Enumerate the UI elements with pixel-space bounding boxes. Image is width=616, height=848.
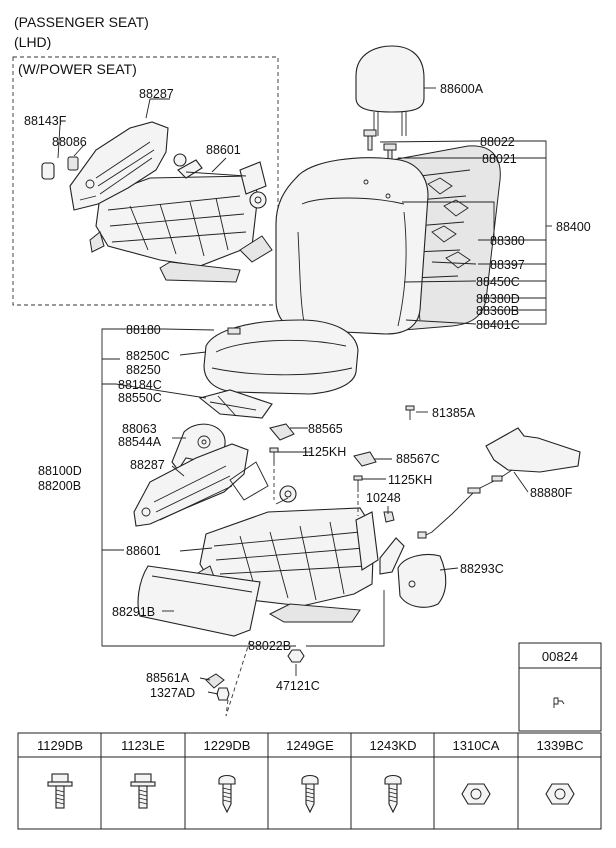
label-88250c: 88250C <box>126 349 170 363</box>
tapping-screw-icon <box>218 774 236 814</box>
label-47121c: 47121C <box>276 679 320 693</box>
clip-88567c <box>353 451 377 467</box>
tapping-screw-icon <box>301 774 319 814</box>
recliner-bracket <box>379 537 405 575</box>
label-88397: 88397 <box>490 258 525 272</box>
label-88022: 88022 <box>480 135 515 149</box>
label-tag-icon <box>553 697 565 708</box>
label-88567c: 88567C <box>396 452 440 466</box>
label-88180: 88180 <box>126 323 161 337</box>
nut-1327ad <box>216 687 230 701</box>
label-88450c: 88450C <box>476 275 520 289</box>
power-seat-note: (W/POWER SEAT) <box>18 61 137 77</box>
side-shield <box>133 443 249 527</box>
col-header-1310ca: 1310CA <box>453 738 500 753</box>
label-88250: 88250 <box>126 363 161 377</box>
hex-nut-icon <box>545 783 575 805</box>
label-88100d: 88100D <box>38 464 82 478</box>
col-header-1129db: 1129DB <box>37 738 83 753</box>
col-header-1249ge: 1249GE <box>286 738 334 753</box>
label-88601-top: 88601 <box>206 143 241 157</box>
label-88550c: 88550C <box>118 391 162 405</box>
col-header-1229db: 1229DB <box>204 738 251 753</box>
hex-nut-icon <box>461 783 491 805</box>
leader-lines <box>57 87 552 695</box>
diagram-title: (PASSENGER SEAT) <box>14 14 149 30</box>
flange-bolt-icon <box>47 773 73 809</box>
label-88401c: 88401C <box>476 318 520 332</box>
seat-back-cushion <box>275 157 429 335</box>
label-88293c: 88293C <box>460 562 504 576</box>
label-88565: 88565 <box>308 422 343 436</box>
label-88880f: 88880F <box>530 486 573 500</box>
cushion-pad <box>198 389 273 419</box>
release-cable <box>417 427 581 539</box>
side-box-code: 00824 <box>542 649 578 664</box>
side-cover-clip <box>229 461 269 501</box>
label-88184c: 88184C <box>118 378 162 392</box>
label-88291b: 88291B <box>112 605 155 619</box>
headrest <box>355 45 425 136</box>
power-seat-box <box>12 56 279 306</box>
label-88287-top: 88287 <box>139 87 174 101</box>
power-seat-track-assembly <box>89 153 273 283</box>
knob-cap <box>67 156 79 171</box>
label-1125kh-a: 1125KH <box>302 445 346 459</box>
label-88400: 88400 <box>556 220 591 234</box>
side-box-00824: 00824 <box>518 642 602 732</box>
flange-bolt-icon <box>130 773 156 809</box>
label-10248: 10248 <box>366 491 401 505</box>
label-88380d: 88380D <box>476 292 520 306</box>
cover-clip <box>41 162 55 180</box>
label-88561a: 88561A <box>146 671 190 685</box>
label-88360b: 88360B <box>476 304 519 318</box>
label-88063: 88063 <box>122 422 157 436</box>
seat-cushion <box>203 319 359 395</box>
bolt-1125kh-a <box>269 447 279 464</box>
col-header-1243kd: 1243KD <box>370 738 417 753</box>
clip-88565 <box>269 423 295 441</box>
col-header-1339bc: 1339BC <box>537 738 584 753</box>
col-header-1123le: 1123LE <box>121 738 165 753</box>
label-88022b: 88022B <box>248 639 291 653</box>
label-88601-mid: 88601 <box>126 544 161 558</box>
label-88287-mid: 88287 <box>130 458 165 472</box>
power-seat-side-shield <box>69 121 169 211</box>
label-1327ad: 1327AD <box>150 686 195 700</box>
bolt-1125kh-b <box>353 475 363 492</box>
label-88200b: 88200B <box>38 479 81 493</box>
bolt-81385a <box>405 405 415 420</box>
label-1125kh-b: 1125KH <box>388 473 432 487</box>
label-88380: 88380 <box>490 234 525 248</box>
clip-10248 <box>383 511 395 523</box>
recliner-cover <box>397 553 447 608</box>
front-valance <box>137 565 261 637</box>
nut-47121c <box>287 649 305 663</box>
fastener-table: 1129DB 1123LE 1229DB 1249GE 1243KD 1310C… <box>17 732 602 830</box>
label-88021: 88021 <box>482 152 517 166</box>
diagram-subtitle: (LHD) <box>14 34 52 50</box>
headrest-guide <box>363 129 397 165</box>
tapping-screw-icon <box>384 774 402 814</box>
label-88143f: 88143F <box>24 114 67 128</box>
latch-bracket <box>205 673 225 689</box>
label-88600a: 88600A <box>440 82 484 96</box>
label-81385a: 81385A <box>432 406 476 420</box>
label-88086: 88086 <box>52 135 87 149</box>
label-88544a: 88544A <box>118 435 162 449</box>
